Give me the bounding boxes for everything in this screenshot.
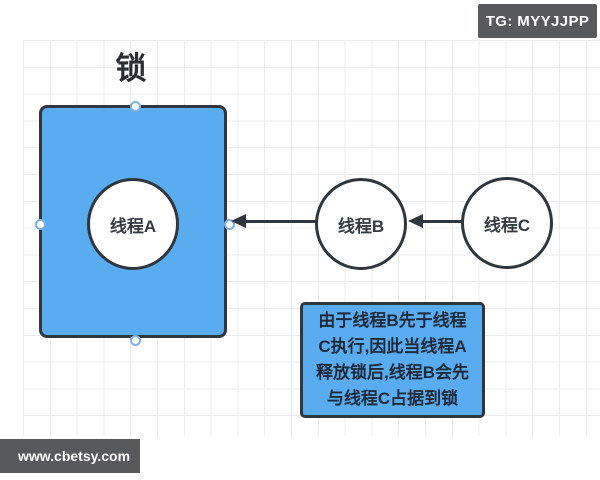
- arrow-b-to-lock-head-icon: [231, 214, 246, 228]
- node-thread-b[interactable]: 线程B: [315, 178, 407, 270]
- tg-badge: TG: MYYJJPP: [478, 4, 597, 38]
- arrow-b-to-lock-line[interactable]: [245, 220, 316, 223]
- node-thread-c-label: 线程C: [483, 215, 531, 235]
- connection-handle-top[interactable]: [130, 101, 141, 112]
- node-thread-b-label: 线程B: [337, 216, 385, 236]
- node-thread-a-label: 线程A: [109, 216, 157, 236]
- connection-handle-left[interactable]: [35, 219, 46, 230]
- node-thread-a[interactable]: 线程A: [87, 178, 179, 270]
- note-box[interactable]: 由于线程B先于线程 C执行,因此当线程A 释放锁后,线程B会先 与线程C占据到锁: [300, 302, 485, 418]
- watermark-badge: www.cbetsy.com: [0, 439, 140, 473]
- arrow-c-to-b-head-icon: [408, 214, 423, 228]
- arrow-c-to-b-line[interactable]: [421, 220, 462, 223]
- note-line-2: C执行,因此当线程A: [318, 337, 467, 356]
- note-line-4: 与线程C占据到锁: [326, 389, 459, 408]
- diagram-title[interactable]: 锁: [115, 51, 147, 86]
- note-line-1: 由于线程B先于线程: [318, 311, 467, 330]
- connection-handle-bottom[interactable]: [130, 335, 141, 346]
- note-line-3: 释放锁后,线程B会先: [316, 363, 469, 382]
- node-thread-c[interactable]: 线程C: [461, 177, 553, 269]
